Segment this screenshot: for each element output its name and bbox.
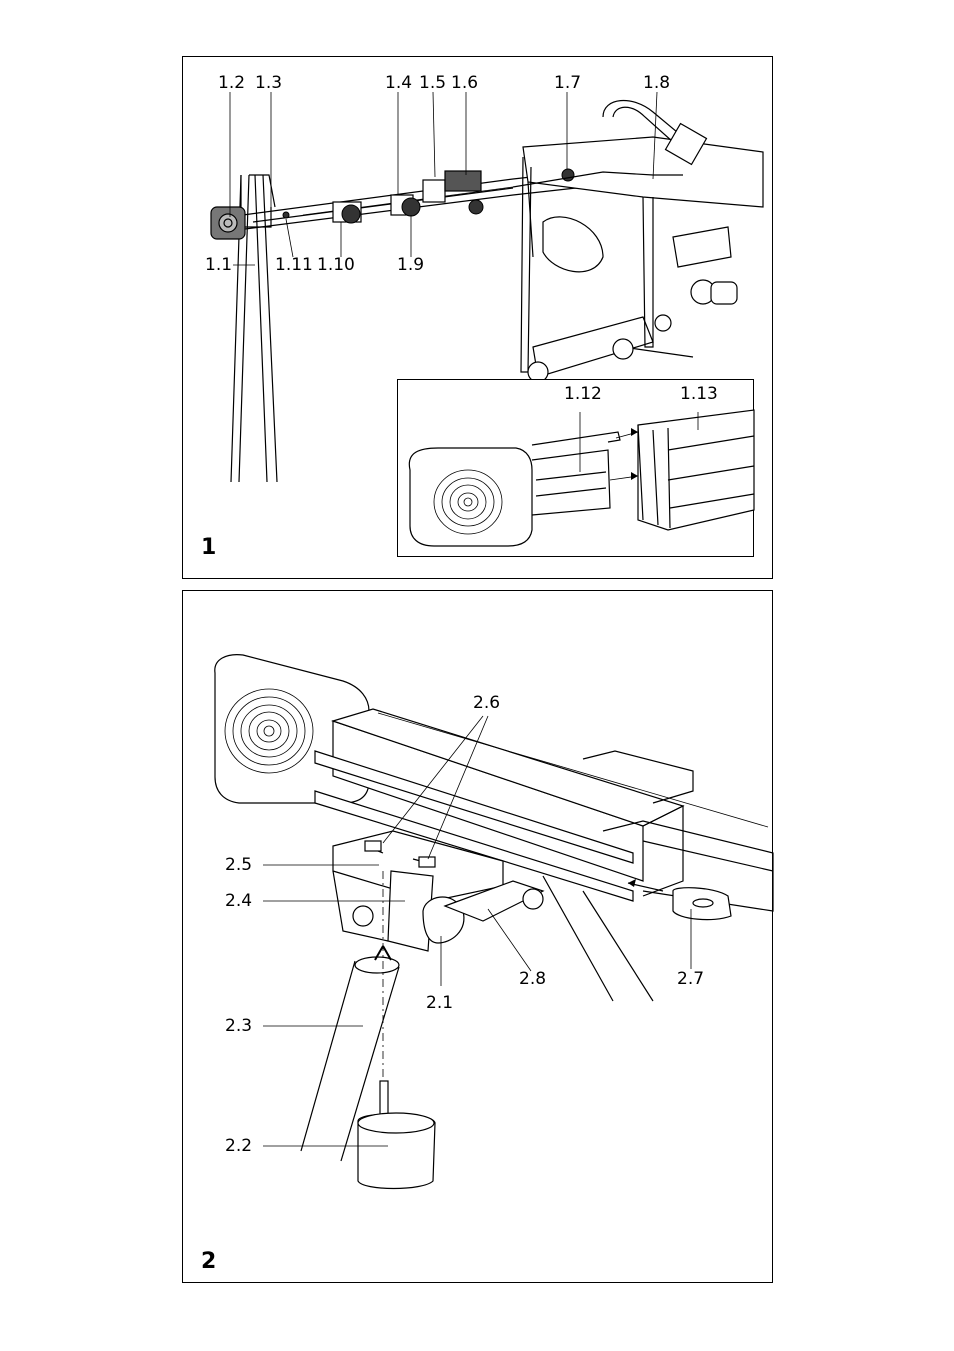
- label-2-6: 2.6: [473, 693, 501, 713]
- figure-2-panel: 2.6 2.5 2.4 2.3 2.2 2.1 2.8 2.7 2: [182, 590, 774, 1283]
- label-2-5: 2.5: [225, 855, 253, 875]
- main-rail: [314, 708, 774, 912]
- label-2-2: 2.2: [225, 1136, 253, 1156]
- figure-1-drawing: [210, 91, 764, 483]
- label-1-6: 1.6: [451, 73, 479, 93]
- label-1-13-inset: 1.13: [680, 384, 718, 404]
- label-1-11: 1.11: [275, 255, 313, 275]
- end-cap: [627, 879, 732, 921]
- end-pad: [210, 206, 246, 240]
- label-1-10: 1.10: [317, 255, 355, 275]
- label-1-3: 1.3: [255, 73, 283, 93]
- inset-drawing: [408, 409, 755, 547]
- frame-legs: [542, 875, 654, 1002]
- figure-2-drawing: [214, 654, 774, 1190]
- inset-pad-rings: [433, 469, 503, 535]
- label-2-7: 2.7: [677, 969, 705, 989]
- label-1-5: 1.5: [419, 73, 447, 93]
- table-saw: [512, 99, 764, 403]
- figure-2-leader-lines: [263, 715, 692, 1147]
- figure-2-number: 2: [201, 1249, 217, 1274]
- figure-1-number: 1: [201, 535, 217, 560]
- clamp-knobs: [282, 170, 484, 224]
- label-1-1: 1.1: [205, 255, 233, 275]
- figure-1-panel: 1.12 1.13 1.2 1.3 1.4 1.5 1.6 1.7 1.8 1.…: [182, 56, 773, 579]
- label-1-12-inset: 1.12: [564, 384, 602, 404]
- label-1-7: 1.7: [554, 73, 582, 93]
- label-2-3: 2.3: [225, 1016, 253, 1036]
- label-1-9: 1.9: [397, 255, 425, 275]
- label-2-4: 2.4: [225, 891, 253, 911]
- rubber-foot: [357, 1080, 436, 1190]
- figure-1-inset: 1.12 1.13: [397, 379, 755, 557]
- label-1-8: 1.8: [643, 73, 671, 93]
- label-1-2: 1.2: [218, 73, 246, 93]
- figure-1-leader-lines: [229, 91, 658, 266]
- label-2-8: 2.8: [519, 969, 547, 989]
- label-2-1: 2.1: [426, 993, 454, 1013]
- mounting-bracket: [332, 830, 545, 952]
- label-1-4: 1.4: [385, 73, 413, 93]
